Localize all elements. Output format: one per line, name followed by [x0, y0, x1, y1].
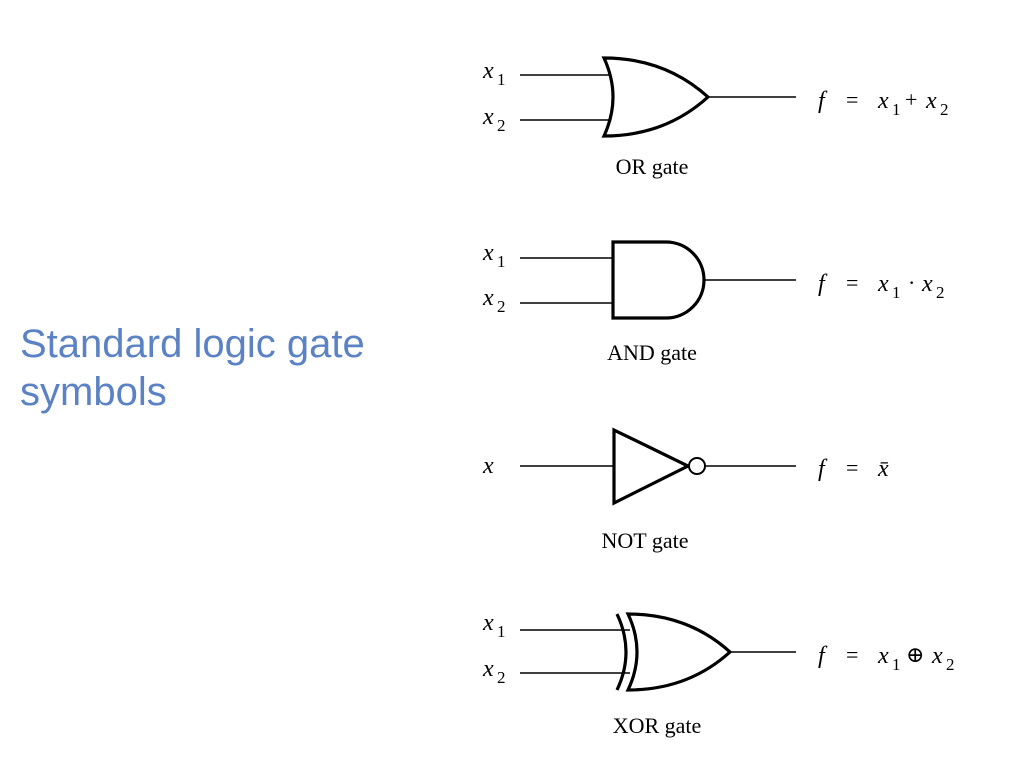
- not-equals: =: [846, 455, 858, 480]
- and-equals: =: [846, 270, 858, 295]
- not-result: x̄: [877, 456, 889, 482]
- xor-operator: ⊕: [906, 642, 924, 667]
- xor-input2-sub: 2: [497, 668, 506, 687]
- or-term1-var: x: [877, 88, 889, 114]
- and-term2-sub: 2: [936, 283, 945, 302]
- or-input1-sub: 1: [497, 70, 506, 89]
- or-input2-sub: 2: [497, 116, 506, 135]
- and-term2-var: x: [921, 271, 933, 297]
- or-operator: +: [905, 87, 917, 112]
- and-operator: ·: [908, 270, 915, 295]
- xor-extra-arc: [615, 613, 628, 691]
- or-input1-var: x: [482, 58, 494, 84]
- or-output-var: f: [818, 88, 828, 114]
- xor-term2-sub: 2: [946, 655, 955, 674]
- and-gate-group: x 1 x 2 f = x 1 · x 2 AND gate: [482, 240, 945, 365]
- and-input1-var: x: [482, 240, 494, 266]
- xor-term1-var: x: [877, 643, 889, 669]
- or-gate-group: x 1 x 2 f = x 1 + x 2 OR gate: [482, 56, 949, 179]
- and-term1-sub: 1: [892, 283, 901, 302]
- xor-input1-sub: 1: [497, 622, 506, 641]
- xor-output-var: f: [818, 643, 828, 669]
- xor-equals: =: [846, 642, 858, 667]
- or-input2-var: x: [482, 104, 494, 130]
- and-input2-var: x: [482, 285, 494, 311]
- not-output-var: f: [818, 456, 828, 482]
- xor-term1-sub: 1: [892, 655, 901, 674]
- or-term2-var: x: [925, 88, 937, 114]
- and-input1-sub: 1: [497, 252, 506, 271]
- not-gate-caption: NOT gate: [602, 528, 689, 553]
- and-input2-sub: 2: [497, 297, 506, 316]
- and-gate-symbol: [611, 240, 706, 320]
- not-input-var: x: [482, 453, 494, 479]
- or-equals: =: [846, 87, 858, 112]
- not-gate-symbol: [612, 427, 692, 506]
- and-output-var: f: [818, 271, 828, 297]
- and-gate-caption: AND gate: [607, 340, 697, 365]
- or-term1-sub: 1: [892, 100, 901, 119]
- xor-term2-var: x: [931, 643, 943, 669]
- xor-input2-var: x: [482, 656, 494, 682]
- or-gate-symbol: [601, 56, 711, 138]
- xor-gate-symbol: [625, 612, 733, 692]
- xor-input1-var: x: [482, 610, 494, 636]
- xor-gate-group: x 1 x 2 f = x 1 ⊕ x 2 XOR gate: [482, 610, 955, 738]
- xor-gate-caption: XOR gate: [613, 713, 702, 738]
- or-gate-caption: OR gate: [616, 154, 689, 179]
- slide-title: Standard logic gate symbols: [20, 322, 365, 414]
- not-inversion-bubble: [688, 457, 706, 475]
- and-term1-var: x: [877, 271, 889, 297]
- or-term2-sub: 2: [940, 100, 949, 119]
- not-gate-group: x f = x̄ NOT gate: [482, 427, 889, 553]
